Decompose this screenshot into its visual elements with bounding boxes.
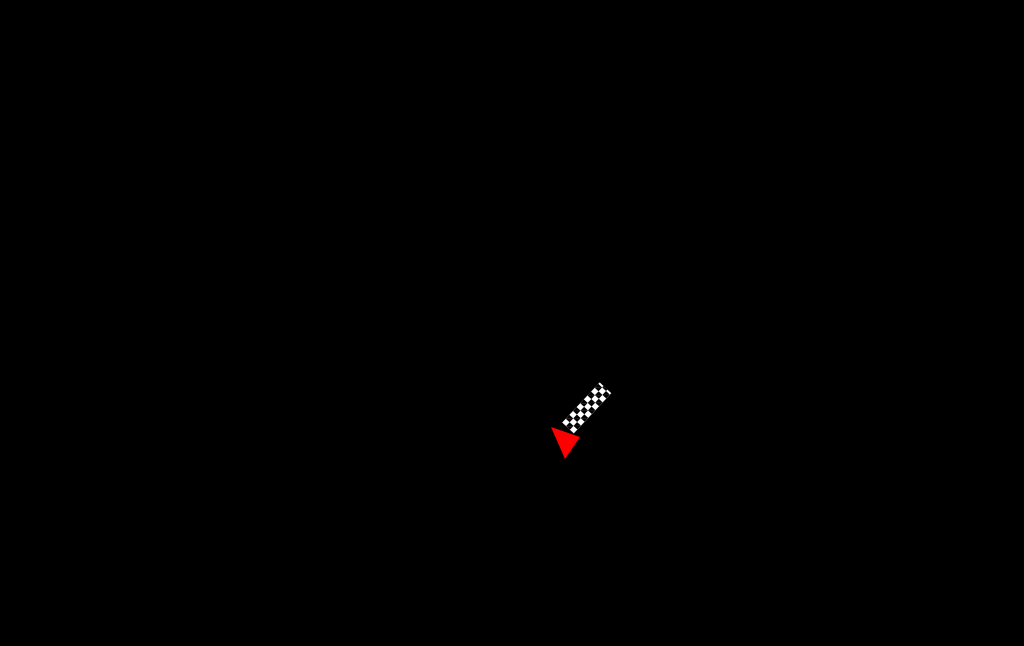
checkered-flag-icon	[562, 382, 612, 434]
direction-arrow-icon	[551, 427, 580, 459]
